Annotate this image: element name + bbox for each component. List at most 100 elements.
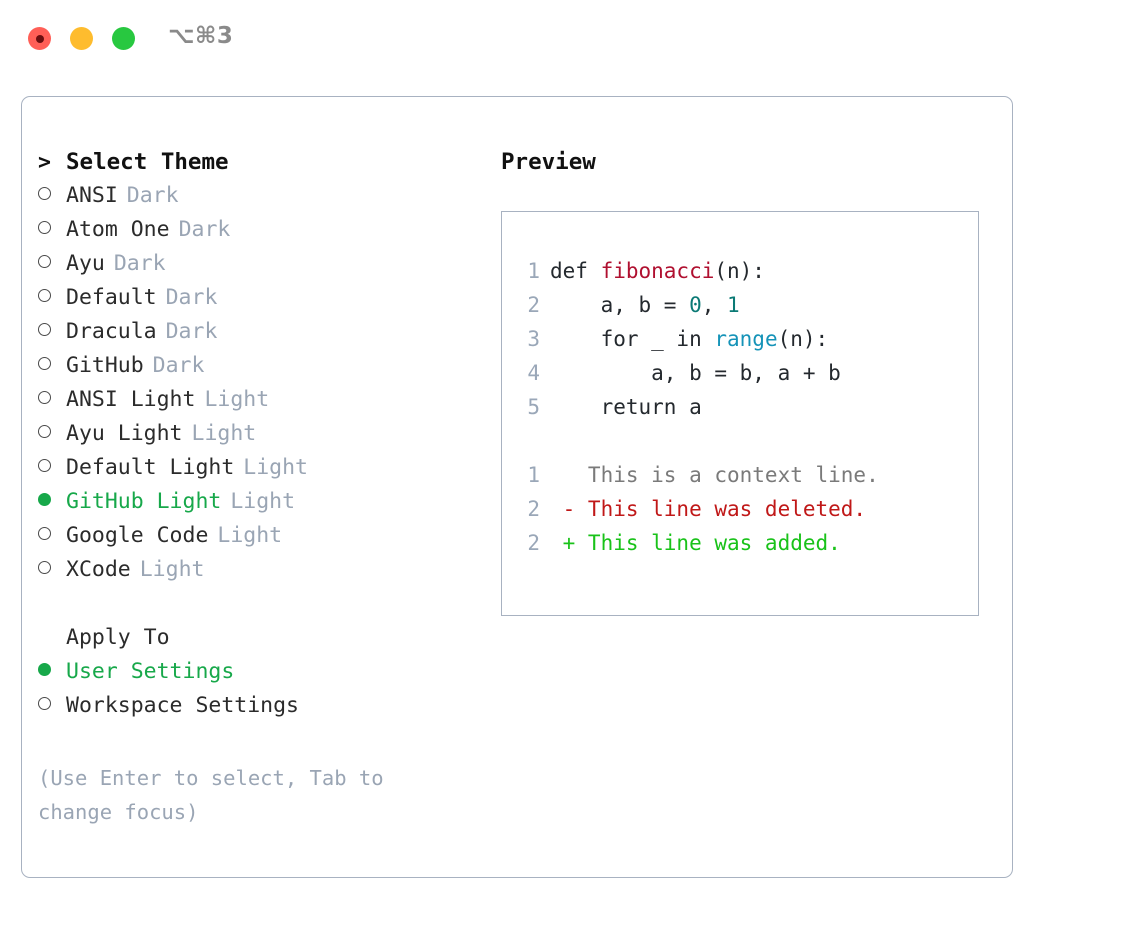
theme-option-ansi-light[interactable]: ANSI Light Light [38,387,488,421]
token-kw: for _ in [550,327,715,351]
apply-to-title: Apply To [66,625,170,650]
radio-unselected-icon [38,387,66,412]
theme-option-label: GitHub Light [66,489,222,514]
theme-option-label: GitHub [66,353,144,378]
traffic-lights [28,27,135,50]
radio-dot [38,459,51,472]
code-text: return a [550,390,702,424]
radio-unselected-icon [38,251,66,276]
code-text: def fibonacci(n): [550,254,765,288]
theme-variant-badge: Light [191,421,257,446]
select-theme-title: Select Theme [66,149,229,175]
diff-text: This is a context line. [550,463,879,487]
token-kw: return a [550,395,702,419]
apply-to-option-workspace-settings[interactable]: Workspace Settings [38,693,488,727]
prompt-caret-icon: > [38,150,51,175]
zoom-button[interactable] [112,27,135,50]
code-text: a, b = b, a + b [550,356,841,390]
theme-variant-badge: Light [243,455,309,480]
theme-option-label: Ayu Light [66,421,183,446]
diff-line-ctx: 1 This is a context line. [502,458,978,492]
line-number: 2 [527,531,540,555]
theme-option-default-light[interactable]: Default Light Light [38,455,488,489]
token-num: 0 [689,293,702,317]
code-blank-line [502,424,978,458]
radio-unselected-icon [38,285,66,310]
radio-dot [38,425,51,438]
radio-dot [38,357,51,370]
radio-dot [38,255,51,268]
radio-dot [38,527,51,540]
theme-variant-badge: Dark [165,319,218,344]
radio-unselected-icon [38,693,66,718]
minimize-button[interactable] [70,27,93,50]
radio-dot [38,289,51,302]
theme-variant-badge: Light [217,523,283,548]
radio-unselected-icon [38,183,66,208]
radio-dot [38,561,51,574]
radio-unselected-icon [38,421,66,446]
code-text: for _ in range(n): [550,322,829,356]
select-theme-heading: > Select Theme [38,149,488,183]
radio-dot [38,493,51,506]
code-text: a, b = 0, 1 [550,288,740,322]
code-line: 3 for _ in range(n): [502,322,978,356]
line-number: 1 [527,259,540,283]
token-plain: a, b = [550,293,690,317]
diff-line-add: 2 + This line was added. [502,526,978,560]
code-line: 1 def fibonacci(n): [502,254,978,288]
line-number: 5 [527,395,540,419]
theme-option-label: ANSI Light [66,387,196,412]
line-number: 2 [527,293,540,317]
theme-variant-badge: Dark [152,353,205,378]
diff-sample: 1 This is a context line.2 - This line w… [502,458,978,560]
line-number: 3 [527,327,540,351]
token-fn: fibonacci [600,259,715,283]
radio-selected-icon [38,489,66,514]
theme-variant-badge: Dark [178,217,231,242]
theme-variant-badge: Light [204,387,270,412]
radio-unselected-icon [38,455,66,480]
radio-unselected-icon [38,523,66,548]
theme-option-google-code[interactable]: Google Code Light [38,523,488,557]
apply-to-heading: Apply To [38,625,488,659]
theme-option-label: Default Light [66,455,235,480]
code-line: 2 a, b = 0, 1 [502,288,978,322]
token-num: 1 [727,293,740,317]
radio-dot [38,697,51,710]
radio-unselected-icon [38,319,66,344]
theme-option-github[interactable]: GitHub Dark [38,353,488,387]
code-line: 4 a, b = b, a + b [502,356,978,390]
token-plain: (n): [714,259,765,283]
theme-variant-badge: Dark [113,251,166,276]
diff-line-del: 2 - This line was deleted. [502,492,978,526]
theme-option-ayu-light[interactable]: Ayu Light Light [38,421,488,455]
theme-option-ayu[interactable]: Ayu Dark [38,251,488,285]
theme-variant-badge: Dark [165,285,218,310]
diff-text: + This line was added. [550,531,841,555]
theme-option-label: Ayu [66,251,105,276]
code-line: 5 return a [502,390,978,424]
radio-dot [38,187,51,200]
close-button[interactable] [28,27,51,50]
keyboard-hint: (Use Enter to select, Tab to change focu… [38,766,384,824]
radio-unselected-icon [38,557,66,582]
line-number: 2 [527,497,540,521]
apply-to-option-user-settings[interactable]: User Settings [38,659,488,693]
theme-variant-badge: Light [139,557,205,582]
theme-option-label: Google Code [66,523,209,548]
